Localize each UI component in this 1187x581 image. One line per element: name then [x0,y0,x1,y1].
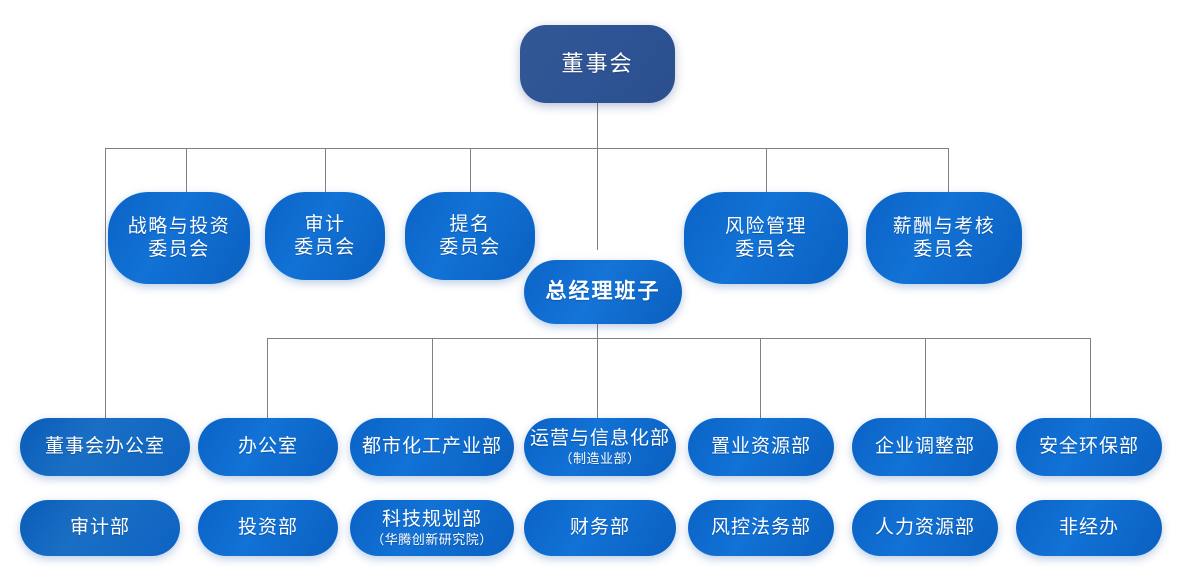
node-committee-strategy-investment[interactable]: 战略与投资 委员会 [108,192,250,284]
committee-label-line2: 委员会 [913,239,975,260]
node-board-office[interactable]: 董事会办公室 [20,418,190,476]
committee-label-line1: 审计 [304,213,346,235]
connector-stem-dept-4 [760,338,761,418]
node-dept-human-resources[interactable]: 人力资源部 [852,500,998,556]
node-dept-label: 企业调整部 [874,436,975,458]
node-dept-urban-chemical-industry[interactable]: 都市化工产业部 [350,418,514,476]
connector-stem-dept-1 [267,338,268,418]
node-dept-label: 人力资源部 [874,517,975,539]
connector-root-stem [597,102,598,148]
connector-stem-committee-2 [325,148,326,192]
committee-label-line1: 提名 [449,213,491,235]
connector-committee-bar [105,148,948,149]
node-dept-label: 非经办 [1058,517,1119,539]
node-dept-audit[interactable]: 审计部 [20,500,180,556]
connector-stem-dept-2 [432,338,433,418]
connector-department-bar [267,338,1090,339]
node-board-of-directors[interactable]: 董事会 [520,25,675,103]
node-dept-technology-planning[interactable]: 科技规划部 （华腾创新研究院） [350,500,514,556]
committee-label-line1: 风险管理 [724,215,807,237]
committee-label-line1: 战略与投资 [127,215,231,237]
node-dept-office[interactable]: 办公室 [198,418,338,476]
node-dept-investment[interactable]: 投资部 [198,500,338,556]
node-committee-audit[interactable]: 审计 委员会 [265,192,385,280]
connector-stem-gm [597,148,598,250]
connector-stem-committee-3 [470,148,471,192]
node-committee-nomination[interactable]: 提名 委员会 [405,192,535,280]
connector-stem-committee-4 [766,148,767,192]
node-general-manager-label: 总经理班子 [545,279,661,304]
node-dept-label: 风控法务部 [710,517,811,539]
node-dept-sublabel: （制造业部） [559,450,641,466]
node-dept-label: 审计部 [69,517,130,539]
committee-label-line2: 委员会 [148,239,210,260]
connector-gm-stem-down [597,324,598,338]
node-dept-safety-environment[interactable]: 安全环保部 [1016,418,1162,476]
node-general-manager-team[interactable]: 总经理班子 [524,260,682,324]
node-dept-label: 财务部 [569,517,630,539]
committee-label-line2: 委员会 [735,239,797,260]
committee-label-line1: 薪酬与考核 [892,215,996,237]
node-board-office-label: 董事会办公室 [44,436,165,458]
connector-stem-committee-1 [186,148,187,192]
node-dept-sublabel: （华腾创新研究院） [371,531,493,547]
node-dept-label: 运营与信息化部 [529,428,670,450]
node-committee-risk-management[interactable]: 风险管理 委员会 [684,192,848,284]
node-dept-label: 都市化工产业部 [361,436,502,458]
node-dept-enterprise-restructuring[interactable]: 企业调整部 [852,418,998,476]
node-dept-label: 办公室 [237,436,298,458]
node-dept-label: 投资部 [237,517,298,539]
node-dept-property-resources[interactable]: 置业资源部 [688,418,834,476]
node-dept-finance[interactable]: 财务部 [524,500,676,556]
connector-stem-dept-6 [1090,338,1091,418]
node-dept-risk-control-legal[interactable]: 风控法务部 [688,500,834,556]
node-committee-compensation-assessment[interactable]: 薪酬与考核 委员会 [866,192,1022,284]
connector-stem-dept-5 [925,338,926,418]
node-dept-operations-informatization[interactable]: 运营与信息化部 （制造业部） [524,418,676,476]
connector-stem-committee-5 [948,148,949,192]
committee-label-line2: 委员会 [439,237,501,258]
node-dept-label: 安全环保部 [1038,436,1139,458]
committee-label-line2: 委员会 [294,237,356,258]
node-dept-label: 置业资源部 [710,436,811,458]
connector-stem-dept-3 [597,338,598,418]
connector-spine-board-office [105,148,106,418]
node-dept-label: 科技规划部 [381,509,482,531]
node-board-of-directors-label: 董事会 [561,50,634,76]
node-dept-non-operating[interactable]: 非经办 [1016,500,1162,556]
